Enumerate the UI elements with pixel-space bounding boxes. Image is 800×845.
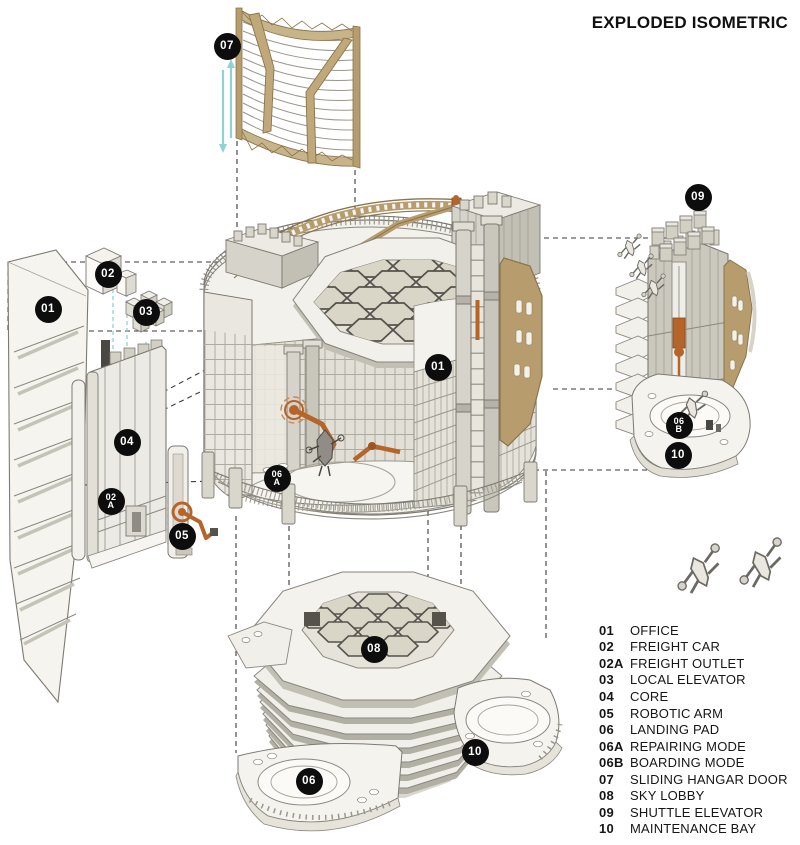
legend-num: 08	[599, 788, 615, 804]
outer-wall-left-fragment	[203, 291, 253, 501]
sliding-hangar-door	[235, 7, 361, 169]
core-pilaster	[71, 379, 86, 561]
legend-row: 04 CORE	[599, 688, 788, 705]
page-title: EXPLODED ISOMETRIC	[591, 13, 788, 32]
marker-07: 07	[213, 32, 241, 60]
legend-label: REPAIRING MODE	[630, 738, 746, 754]
lobby-portal-right	[432, 612, 446, 626]
legend-num: 01	[599, 622, 615, 638]
door-rib-right	[305, 37, 353, 164]
drone-under-repair	[305, 429, 345, 477]
legend-row: 06 LANDING PAD	[599, 721, 788, 738]
marker-02a-top: 02	[105, 492, 117, 502]
legend-row: 02A FREIGHT OUTLET	[599, 655, 788, 672]
roof-railing	[199, 215, 541, 291]
marker-06b-top: 06	[673, 416, 685, 426]
legend-num: 06B	[599, 755, 624, 771]
legend-label: SLIDING HANGAR DOOR	[630, 771, 788, 787]
marker-01-left: 01	[34, 295, 62, 323]
central-tower	[199, 192, 543, 527]
legend-row: 06B BOARDING MODE	[599, 754, 788, 771]
elevator-cabins	[651, 210, 715, 262]
legend-num: 05	[599, 705, 615, 721]
marker-03: 03	[132, 298, 160, 326]
legend-row: 01 OFFICE	[599, 622, 788, 639]
legend-row: 08 SKY LOBBY	[599, 787, 788, 804]
legend-row: 06A REPAIRING MODE	[599, 738, 788, 755]
legend-label: SKY LOBBY	[630, 788, 705, 804]
interior-columns	[283, 339, 323, 505]
marker-06a-bottom: A	[273, 477, 281, 487]
legend-label: BOARDING MODE	[630, 755, 745, 771]
legend-num: 09	[599, 804, 615, 820]
shuttle-elevator-assembly	[612, 210, 757, 478]
robotic-arm-coil	[171, 501, 193, 523]
marker-06: 06	[295, 767, 323, 795]
flying-drone-icon	[666, 541, 734, 599]
legend-num: 02	[599, 639, 615, 655]
sky-lobby	[246, 572, 510, 798]
legend-label: FREIGHT OUTLET	[630, 655, 745, 671]
roof-block-left	[224, 223, 320, 289]
flying-drone-icon	[728, 535, 796, 593]
marker-01-center: 01	[424, 353, 452, 381]
tower-base	[201, 451, 538, 527]
office-facade-slice	[7, 249, 89, 704]
shuttle-drone-icon	[612, 232, 648, 262]
marker-09: 09	[684, 183, 712, 211]
marker-02: 02	[94, 260, 122, 288]
legend-row: 09 SHUTTLE ELEVATOR	[599, 804, 788, 821]
legend-row: 02 FREIGHT CAR	[599, 639, 788, 656]
legend-num: 02A	[599, 655, 624, 671]
legend-label: SHUTTLE ELEVATOR	[630, 804, 764, 820]
legend-label: LOCAL ELEVATOR	[630, 672, 746, 688]
front-pilasters	[452, 215, 503, 515]
legend-label: LANDING PAD	[630, 722, 720, 738]
door-right-post	[352, 25, 361, 169]
marker-04: 04	[113, 428, 141, 456]
marker-10-right: 10	[664, 441, 692, 469]
legend: 01 OFFICE 02 FREIGHT CAR 02A FREIGHT OUTLET…	[599, 622, 788, 837]
tower-hangar-door	[499, 257, 543, 447]
legend-label: MAINTENANCE BAY	[630, 821, 757, 837]
marker-08: 08	[360, 635, 388, 663]
legend-num: 07	[599, 771, 615, 787]
marker-10-bottom: 10	[461, 738, 489, 766]
legend-row: 07 SLIDING HANGAR DOOR	[599, 771, 788, 788]
legend-label: ROBOTIC ARM	[630, 705, 724, 721]
shuttle-elevator-shaft	[671, 261, 687, 403]
door-slide-arrows	[219, 59, 235, 153]
slice-hangar-door	[723, 259, 757, 391]
legend-label: FREIGHT CAR	[630, 639, 721, 655]
legend-label: OFFICE	[630, 622, 679, 638]
marker-02a-bottom: A	[107, 500, 115, 510]
back-pad-fragment	[227, 621, 293, 669]
legend-num: 03	[599, 672, 615, 688]
legend-row: 03 LOCAL ELEVATOR	[599, 672, 788, 689]
legend-num: 10	[599, 821, 615, 837]
legend-row: 05 ROBOTIC ARM	[599, 705, 788, 722]
lobby-portal-left	[304, 612, 320, 626]
door-left-post	[235, 7, 243, 141]
legend-row: 10 MAINTENANCE BAY	[599, 821, 788, 838]
marker-05: 05	[168, 522, 196, 550]
legend-num: 04	[599, 688, 615, 704]
legend-label: CORE	[630, 688, 669, 704]
marker-06b-bottom: B	[675, 424, 683, 434]
legend-num: 06A	[599, 738, 624, 754]
marker-06a-top: 06	[271, 469, 283, 479]
door-rib-left	[248, 12, 275, 134]
legend-num: 06	[599, 722, 615, 738]
